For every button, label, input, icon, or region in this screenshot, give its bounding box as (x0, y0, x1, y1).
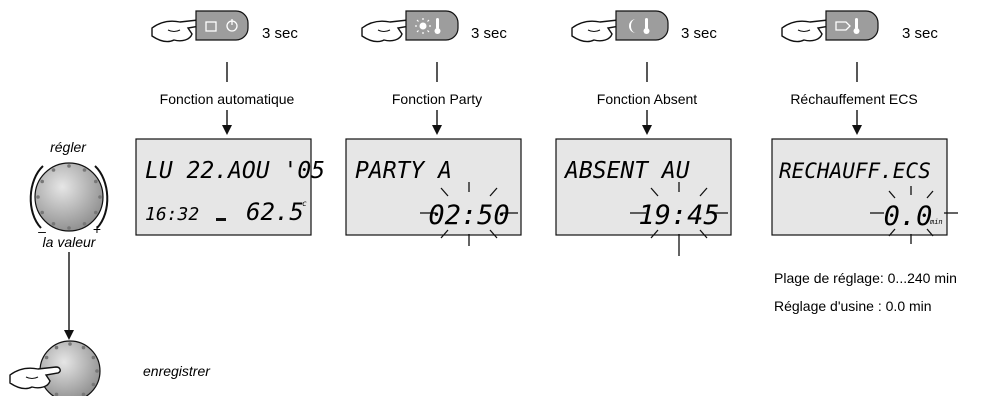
blink-rays (630, 182, 728, 256)
save-label: enregistrer (143, 363, 211, 379)
hand-icon (781, 19, 833, 43)
lcd-time: 16:32 (145, 204, 199, 225)
party-button[interactable] (405, 10, 459, 41)
hand-icon (361, 19, 413, 43)
lcd-line-1: PARTY A (355, 158, 452, 184)
adjust-knob[interactable] (34, 162, 104, 232)
moon-thermometer-icon (629, 18, 650, 34)
adjustment-range: Plage de réglage: 0...240 min (774, 270, 957, 286)
column-party: 3 sec Fonction Party PARTY A 02:50 (345, 10, 522, 246)
lcd-value: 19:45 (638, 200, 719, 231)
save-knob-group: enregistrer (9, 340, 211, 401)
lcd-display: LU 22.AOU '05 16:32 62.5 c (135, 138, 325, 236)
blink-rays (870, 186, 958, 244)
adjust-knob-group: régler – + la valeur (29, 139, 109, 340)
press-duration: 3 sec (681, 25, 717, 42)
absent-button[interactable] (615, 10, 669, 41)
knob-bottom-label: la valeur (43, 234, 97, 250)
blink-rays (420, 182, 518, 246)
lcd-line-1: RECHAUFF.ECS (779, 159, 931, 183)
lcd-display: PARTY A 02:50 (345, 138, 522, 246)
lcd-value: 02:50 (428, 200, 509, 231)
lcd-line-1: ABSENT AU (563, 158, 690, 184)
column-automatic: 3 sec Fonction automatique LU 22.AOU '05… (135, 10, 325, 236)
ecs-button[interactable] (825, 10, 879, 41)
hand-icon (151, 19, 203, 43)
press-duration: 3 sec (262, 25, 298, 42)
function-label: Fonction automatique (160, 91, 295, 107)
minus-sign: – (38, 223, 46, 239)
lcd-unit: c (302, 199, 307, 208)
function-label: Fonction Party (392, 91, 482, 107)
rotate-right-arrow-icon (94, 165, 109, 229)
hand-icon (9, 366, 61, 390)
plus-sign: + (93, 221, 101, 237)
factory-setting: Réglage d'usine : 0.0 min (774, 298, 932, 314)
column-ecs: 3 sec Réchauffement ECS RECHAUFF.ECS 0.0… (771, 10, 958, 244)
press-duration: 3 sec (471, 25, 507, 42)
tap-thermometer-icon (835, 18, 860, 34)
lcd-cursor (216, 218, 226, 221)
press-duration: 3 sec (902, 25, 938, 42)
rotate-left-arrow-icon (29, 165, 44, 229)
standby-icon (205, 19, 238, 32)
lcd-value: 62.5 (246, 198, 304, 226)
lcd-unit: min (929, 218, 943, 226)
lcd-display: RECHAUFF.ECS 0.0 min (771, 138, 958, 244)
standby-button[interactable] (195, 10, 249, 41)
lcd-display: ABSENT AU 19:45 (555, 138, 732, 256)
function-label: Réchauffement ECS (790, 91, 917, 107)
hand-icon (571, 19, 623, 43)
lcd-value: 0.0 (884, 201, 933, 232)
sun-thermometer-icon (415, 18, 441, 34)
lcd-line-1: LU 22.AOU '05 (145, 158, 325, 184)
knob-top-label: régler (50, 139, 87, 155)
function-label: Fonction Absent (597, 91, 698, 107)
column-absent: 3 sec Fonction Absent ABSENT AU 19:45 (555, 10, 732, 256)
